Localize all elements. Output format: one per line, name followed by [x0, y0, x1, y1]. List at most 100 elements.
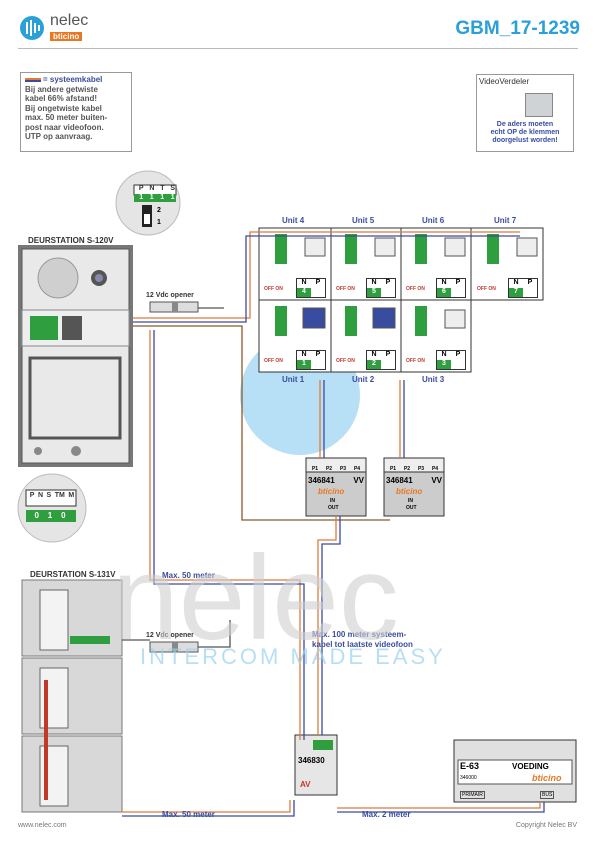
- off-on-label: OFF ON: [264, 286, 283, 292]
- header-rule: [18, 48, 578, 49]
- doorstation-1-title: DEURSTATION S-120V: [28, 236, 114, 245]
- switch-label: P: [138, 185, 144, 192]
- off-on-label: OFF ON: [477, 286, 496, 292]
- switch-value: 1: [170, 194, 175, 201]
- switch-value: 1: [149, 194, 154, 201]
- footer-copyright: Copyright Nelec BV: [515, 822, 577, 829]
- power-name: VOEDING: [512, 762, 549, 771]
- switch-label: N: [37, 492, 43, 499]
- switch-2-values: 0 1 0: [30, 511, 70, 520]
- max2-label: Max. 2 meter: [362, 810, 411, 819]
- opener-1-label: 12 Vdc opener: [146, 292, 194, 299]
- note-line: max. 50 meter buiten-: [25, 113, 108, 122]
- unit-7-label: Unit 7: [494, 216, 517, 225]
- off-on-label: OFF ON: [336, 286, 355, 292]
- logo: nelec bticino: [18, 12, 108, 44]
- doorstation-2: [21, 579, 123, 813]
- doorstation-1: [18, 245, 133, 467]
- doorstation-2-title: DEURSTATION S-131V: [30, 570, 116, 579]
- cable-legend: = systeemkabel: [25, 75, 127, 85]
- unit-4-label: Unit 4: [282, 216, 305, 225]
- distributor-1-in: IN: [330, 498, 335, 504]
- switch-value: 1: [160, 194, 165, 201]
- logo-text: nelec: [50, 12, 89, 29]
- switch-label: S: [170, 185, 176, 192]
- unit-1-label: Unit 1: [282, 375, 305, 384]
- watermark-text: nelec: [112, 531, 399, 665]
- distributor-2-out: OUT: [406, 505, 417, 511]
- unit-devices: [275, 234, 538, 336]
- switch-label: P: [29, 492, 35, 499]
- distributor-1: [305, 457, 367, 517]
- footer-website: www.nelec.com: [18, 822, 67, 829]
- off-on-label: OFF ON: [406, 358, 425, 364]
- switch-value: 1: [47, 511, 53, 520]
- distributor-2: [383, 457, 445, 517]
- unit-3-label: Unit 3: [422, 375, 445, 384]
- video-distributor-title: VideoVerdeler: [479, 77, 530, 86]
- switch-value: 0: [61, 511, 66, 520]
- distributor-1-out: OUT: [328, 505, 339, 511]
- opener-1: [149, 301, 199, 313]
- interface-av: AV: [300, 780, 311, 789]
- switch-value: 0: [34, 511, 39, 520]
- switch-label: N: [149, 185, 155, 192]
- distributor-1-brand: bticino: [318, 487, 345, 496]
- max50-label-b: Max. 50 meter: [162, 810, 215, 819]
- switch-label: M: [68, 492, 75, 499]
- cables: [122, 231, 545, 817]
- switch-2-labels: P N S TM M: [28, 492, 76, 499]
- unit-5-label: Unit 5: [352, 216, 375, 225]
- off-on-label: OFF ON: [264, 358, 283, 364]
- switch-detail-2: [17, 473, 87, 543]
- note-line: Bij ongetwiste kabel: [25, 103, 102, 113]
- switch-label: S: [46, 492, 52, 499]
- dip-label-2: 2: [157, 207, 161, 214]
- opener-2-label: 12 Vdc opener: [146, 632, 194, 639]
- power-primary: PRIMAIR: [460, 791, 485, 799]
- logo-brand: bticino: [50, 32, 83, 41]
- note-line: kabel 66% afstand!: [25, 94, 98, 103]
- dip-label-1: 1: [157, 219, 161, 226]
- note-line: Bij andere getwiste: [25, 84, 98, 94]
- video-distributor-box: VideoVerdeler De aders moeten echt OP de…: [476, 74, 574, 152]
- note-line: UTP op aanvraag.: [25, 132, 93, 141]
- warning-line: echt OP de klemmen: [490, 129, 560, 136]
- switch-1-labels: P N T S: [136, 185, 178, 192]
- unit-2-label: Unit 2: [352, 375, 375, 384]
- power-brand: bticino: [532, 773, 562, 783]
- distributor-icon: [525, 93, 553, 117]
- unit-6-label: Unit 6: [422, 216, 445, 225]
- units-grid: [258, 227, 544, 373]
- interface-346830: [294, 734, 338, 796]
- cable-note: = systeemkabel Bij andere getwiste kabel…: [20, 72, 132, 152]
- switch-label: T: [160, 185, 165, 192]
- distributor-2-in: IN: [408, 498, 413, 504]
- switch-detail-1: [115, 170, 181, 236]
- watermark-subtext: INTERCOM MADE EASY: [140, 644, 446, 669]
- switch-1-values: 1 1 1 1: [136, 194, 178, 201]
- power-model: E-63: [460, 761, 480, 771]
- page-title: GBM_17-1239: [455, 18, 580, 39]
- off-on-label: OFF ON: [336, 358, 355, 364]
- power-supply: [453, 739, 577, 803]
- interface-model: 346830: [298, 756, 325, 765]
- warning-line: De aders moeten: [496, 121, 554, 128]
- warning-line: doorgelust worden!: [492, 137, 558, 144]
- max50-label-a: Max. 50 meter: [162, 571, 215, 580]
- switch-label: TM: [54, 492, 65, 499]
- distributor-2-brand: bticino: [396, 487, 423, 496]
- note-line: post naar videofoon.: [25, 122, 104, 132]
